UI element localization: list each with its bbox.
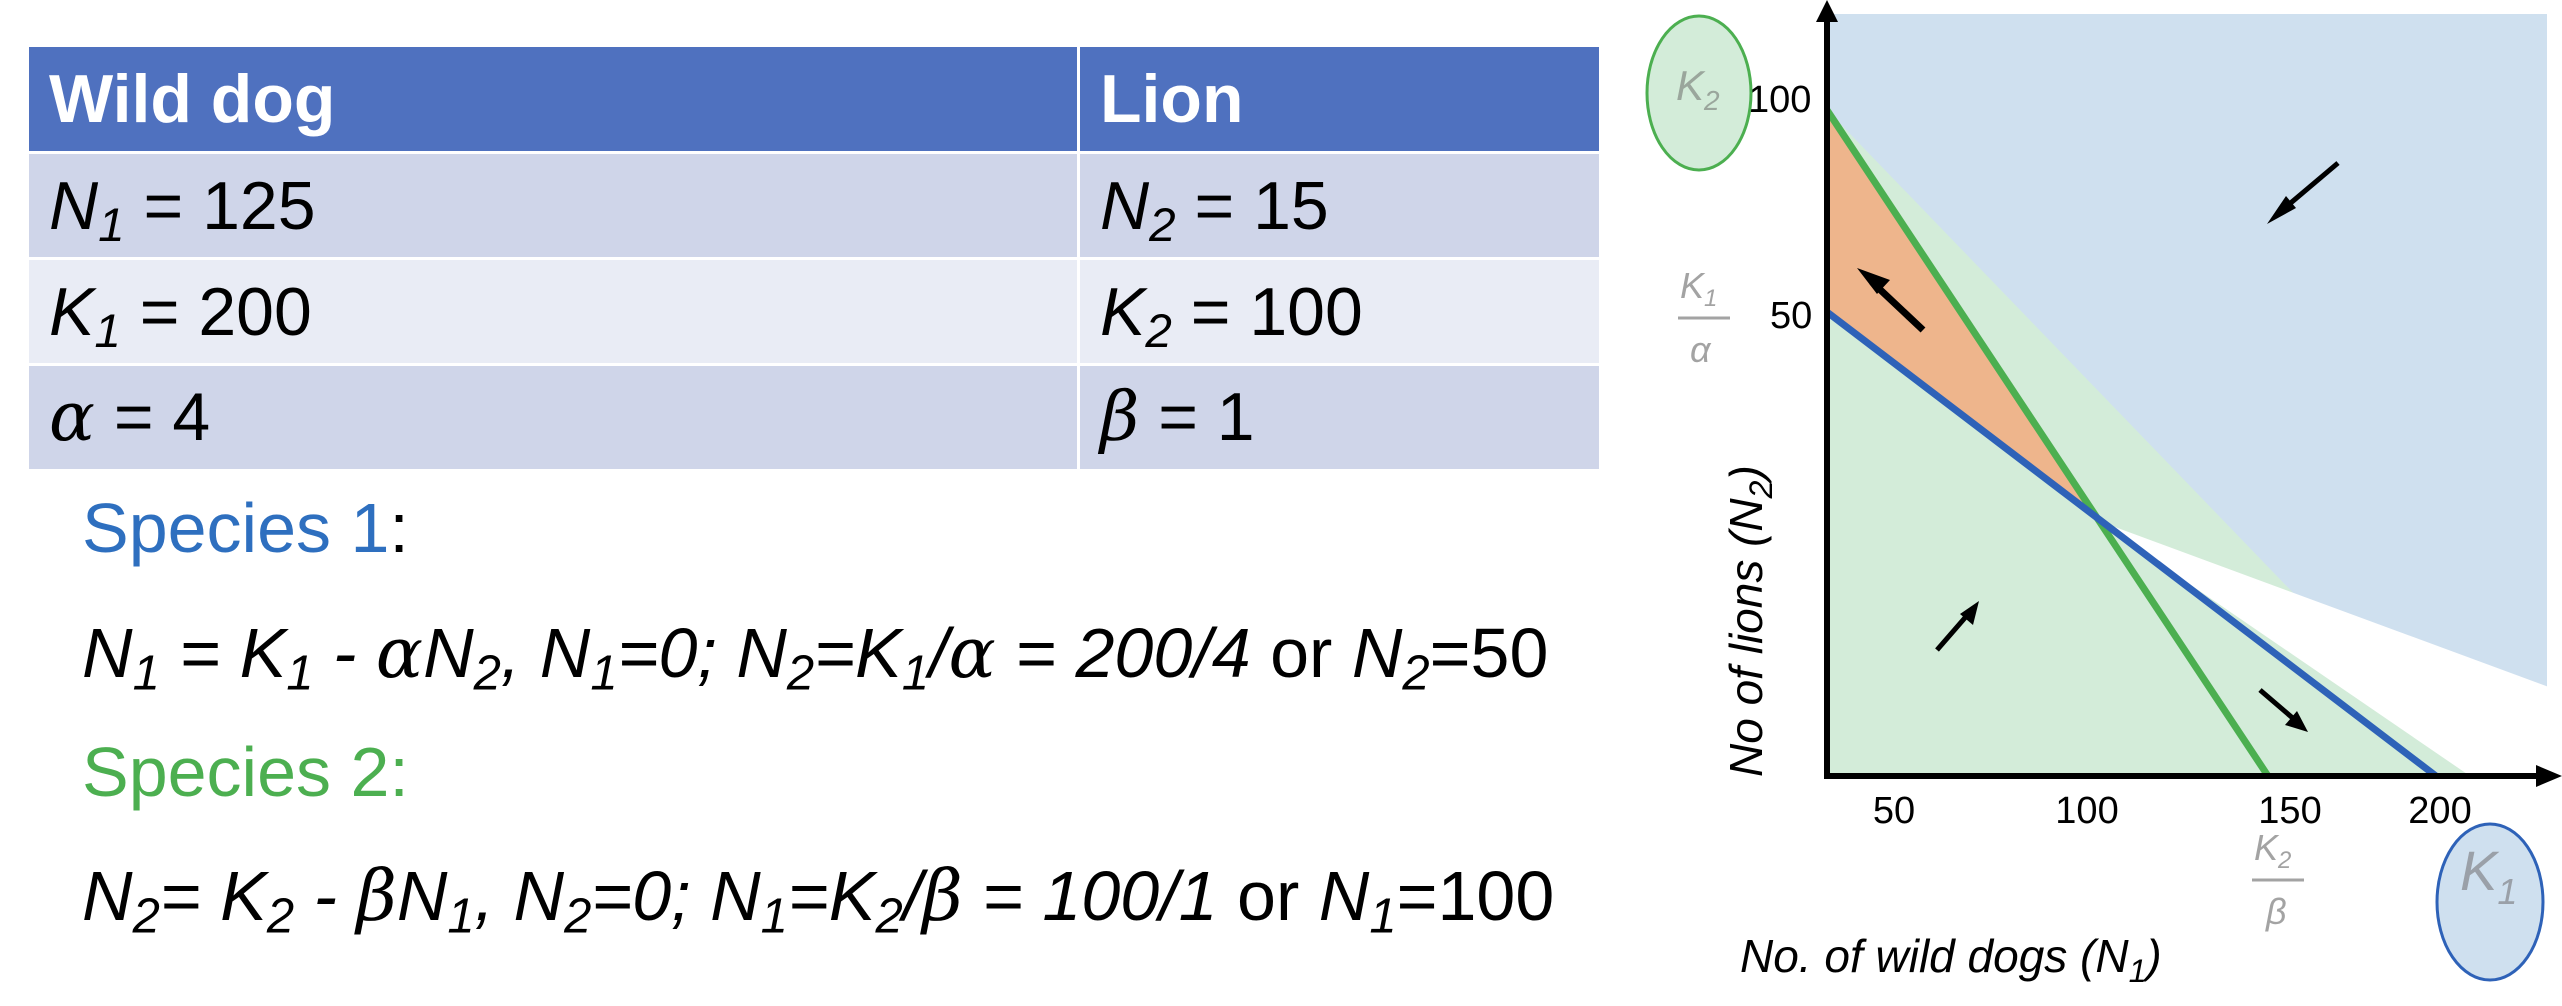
parameters-table: Wild dog Lion N1 = 125 N2 = 15 K1 = 200 … <box>26 44 1602 472</box>
x-tick-150: 150 <box>2258 790 2321 832</box>
x-axis-arrowhead <box>2536 765 2562 787</box>
species1-heading: Species 1: <box>82 488 409 568</box>
phase-plane-diagram: 100 50 50 100 150 200 No of lions (N2) N… <box>1645 0 2562 989</box>
header-wild-dog: Wild dog <box>26 44 1080 154</box>
svg-text:α: α <box>1690 329 1712 370</box>
table-row: N1 = 125 N2 = 15 <box>26 151 1602 260</box>
table-row: α = 4 β = 1 <box>26 363 1602 472</box>
arrow-between-isoclines <box>1857 268 1926 333</box>
header-lion: Lion <box>1077 44 1602 154</box>
table-cell-n1: N1 = 125 <box>26 151 1080 260</box>
table-cell-n2: N2 = 15 <box>1077 151 1602 260</box>
species1-isocline <box>1824 309 2439 779</box>
svg-text:β: β <box>2265 891 2287 932</box>
species2-isocline <box>1824 108 2271 778</box>
y-axis-title: No of lions (N2) <box>1720 465 1779 777</box>
arrow-upper-region <box>2267 161 2340 224</box>
k1-bubble-label: K1 <box>2460 839 2517 912</box>
region-below-species1-line <box>2096 520 2562 776</box>
table-cell-alpha: α = 4 <box>26 363 1080 472</box>
arrow-lower-region <box>1935 601 1979 652</box>
x-tick-200: 200 <box>2408 790 2471 832</box>
svg-text:K2: K2 <box>2254 827 2291 874</box>
species1-colon: : <box>389 489 409 567</box>
y-tick-100: 100 <box>1748 79 1811 121</box>
table-cell-beta: β = 1 <box>1077 363 1602 472</box>
species1-label: Species 1 <box>82 489 390 567</box>
x-axis-title: No. of wild dogs (N1) <box>1740 930 2162 989</box>
arrow-white-region <box>2258 688 2308 732</box>
species1-equation: N1 = K1 - αN2, N1=0; N2=K1/α = 200/4 or … <box>82 612 1549 701</box>
k1-bubble <box>2435 822 2545 982</box>
k1-over-alpha-label: K1 α <box>1678 265 1730 370</box>
table-cell-k2: K2 = 100 <box>1077 257 1602 366</box>
y-axis-arrowhead <box>1816 0 1838 22</box>
x-tick-100: 100 <box>2055 790 2118 832</box>
table-row: K1 = 200 K2 = 100 <box>26 257 1602 366</box>
y-tick-50: 50 <box>1770 295 1812 337</box>
table-cell-k1: K1 = 200 <box>26 257 1080 366</box>
svg-text:K1: K1 <box>1680 265 1717 312</box>
species2-equation: N2= K2 - βN1, N2=0; N1=K2/β = 100/1 or N… <box>82 855 1555 944</box>
k2-bubble <box>1645 14 1753 172</box>
table-header-row: Wild dog Lion <box>26 44 1602 154</box>
x-tick-50: 50 <box>1873 790 1915 832</box>
k2-bubble-label: K2 <box>1676 62 1720 116</box>
k2-over-beta-label: K2 β <box>2252 827 2304 932</box>
species2-heading: Species 2: <box>82 733 409 811</box>
